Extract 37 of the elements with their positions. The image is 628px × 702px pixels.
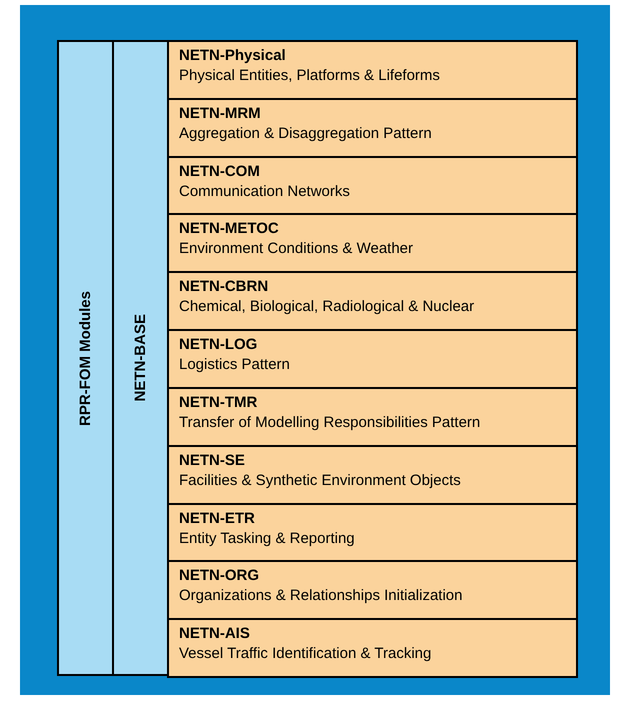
module-box	[167, 444, 578, 505]
module-name: NETN-Physical	[179, 46, 287, 66]
module-name: NETN-CBRN	[179, 277, 270, 298]
module-name: NETN-LOG	[179, 335, 258, 356]
layer-bar	[112, 40, 169, 676]
layer-label: RPR-FOM Modules	[77, 290, 94, 426]
module-box	[167, 386, 578, 447]
module-name: NETN-TMR	[179, 392, 258, 413]
module-box	[167, 156, 578, 216]
module-box	[167, 40, 578, 100]
module-name: NETN-MRM	[179, 104, 262, 124]
module-box	[167, 560, 578, 620]
module-box	[167, 271, 578, 332]
module-box	[167, 213, 578, 274]
module-name: NETN-METOC	[179, 219, 280, 240]
module-description: Facilities & Synthetic Environment Objects	[179, 470, 462, 491]
module-description: Communication Networks	[179, 182, 351, 202]
module-box	[167, 98, 578, 158]
module-description: Organizations & Relationships Initialization	[179, 586, 464, 606]
module-description: Chemical, Biological, Radiological & Nuclear	[179, 297, 476, 318]
module-name: NETN-COM	[179, 162, 261, 182]
module-description: Aggregation & Disaggregation Pattern	[179, 124, 433, 144]
module-name: NETN-SE	[179, 450, 246, 471]
module-name: NETN-ETR	[179, 508, 256, 529]
module-name: NETN-AIS	[179, 624, 251, 644]
module-name: NETN-ORG	[179, 566, 260, 586]
module-box	[167, 502, 578, 562]
layer-bar	[57, 40, 114, 676]
layer-label: NETN-BASE	[132, 314, 149, 402]
module-box	[167, 329, 578, 389]
module-description: Logistics Pattern	[179, 355, 291, 376]
module-description: Environment Conditions & Weather	[179, 239, 414, 260]
module-description: Physical Entities, Platforms & Lifeforms	[179, 66, 441, 86]
module-description: Transfer of Modelling Responsibilities Pattern	[179, 412, 482, 433]
module-description: Entity Tasking & Reporting	[179, 528, 356, 549]
module-description: Vessel Traffic Identification & Tracking	[179, 644, 432, 664]
module-box	[167, 618, 578, 678]
